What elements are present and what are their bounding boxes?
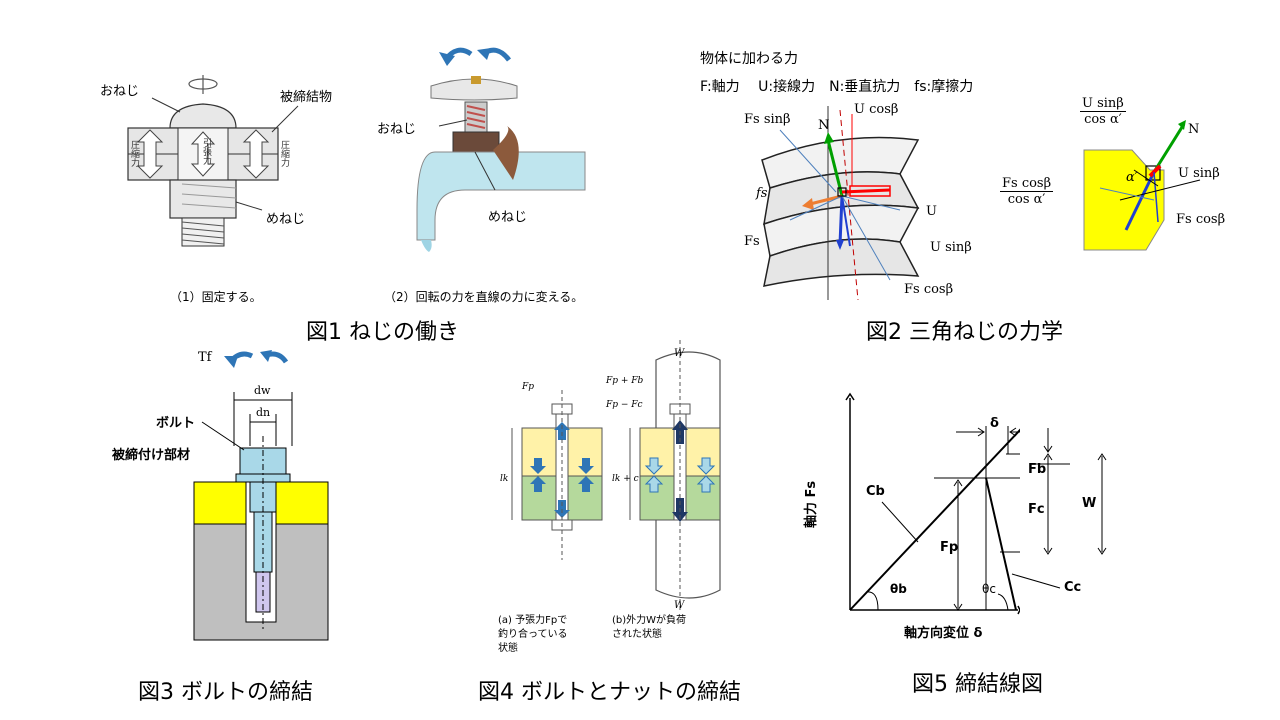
fig4-label-lk-c: lk + c (612, 474, 639, 484)
fig3-leaders (201, 421, 245, 451)
fig5-label-delta-top: δ (990, 416, 999, 431)
fig3-label-bolt: ボルト (156, 416, 196, 431)
fig5-xlabel: 軸方向変位 δ (904, 626, 983, 641)
fig5-label-theta-b: θb (890, 582, 907, 596)
fig5-label-fp: Fp (940, 540, 959, 555)
fig5-right-dims (1032, 428, 1107, 555)
fig1-label-tension: 引張力 (201, 138, 211, 165)
fig2-label-fs-cos: Fs cosβ (904, 282, 954, 297)
fig1-label-compress-right: 圧縮力 (279, 140, 289, 167)
fig1-label-bolt: おねじ (100, 84, 140, 99)
fig2-frac-usin: U sinβ cos α′ (1080, 96, 1126, 127)
fig1-label-clamped: 被締結物 (280, 90, 333, 105)
fig4-caption: 図4 ボルトとナットの締結 (478, 680, 741, 705)
fig1-subcaption-2: （2）回転の力を直線の力に変える。 (384, 290, 584, 304)
fig3-label-tf: Tf (198, 350, 212, 365)
fig4-subcaption-b: (b)外力Wが負荷 された状態 (612, 615, 687, 640)
fig5-label-cb: Cb (866, 484, 885, 499)
fig5-cb-leader (881, 501, 919, 543)
fig2-label-n: N (818, 118, 830, 133)
fig1-subcaption-1: （1）固定する。 (170, 290, 262, 304)
fig1-label-compress-left: 圧縮力 (129, 140, 139, 167)
fig5-label-w: W (1082, 496, 1097, 511)
fig2-caption: 図2 三角ねじの力学 (866, 320, 1063, 345)
fig1-label-bolt-2: おねじ (377, 122, 417, 137)
fig5-label-fb: Fb (1028, 462, 1047, 477)
fig5-cc-leader (1011, 573, 1061, 589)
fig4-label-w-top: W (674, 348, 685, 359)
fig3-label-dn: dn (256, 406, 271, 419)
fig5-ylabel: 軸力 Fs (804, 480, 819, 528)
fig3-drawing (193, 350, 329, 641)
fig2-label-alpha: α′ (1126, 170, 1138, 185)
fig2-label-fs-big: Fs (744, 234, 760, 249)
fig5-label-cc: Cc (1064, 580, 1082, 595)
fig2-frac-fcos-den: cos α′ (1007, 192, 1046, 207)
fig2-label-r-usin: U sinβ (1178, 166, 1220, 181)
fig5-caption: 図5 締結線図 (912, 672, 1043, 697)
fig3-label-member: 被締付け部材 (112, 448, 191, 463)
fig2-frac-fcos: Fs cosβ cos α′ (1000, 176, 1054, 207)
fig2-label-fs: fs (756, 186, 768, 201)
fig5-joint-diagram (845, 392, 1020, 615)
fig2-label-u-sin: U sinβ (930, 240, 972, 255)
fig2-header: 物体に加わる力 (700, 51, 798, 67)
fig4-subcaption-a: (a) 予張力Fpで 釣り合っている 状態 (498, 615, 568, 654)
fig2-frac-usin-num: U sinβ (1080, 96, 1126, 112)
fig2-label-r-fscos: Fs cosβ (1176, 212, 1226, 227)
fig2-legend: F:軸力 U:接線力 N:垂直抗力 fs:摩擦力 (700, 79, 974, 95)
fig1-panel2-drawing (416, 47, 586, 252)
fig4-label-fp-fc: Fp − Fc (606, 400, 643, 410)
fig4-drawing (511, 340, 721, 610)
fig3-label-dw: dw (254, 384, 271, 397)
fig4-label-w-bottom: W (674, 600, 685, 611)
fig4-label-fp: Fp (522, 382, 535, 392)
fig2-label-fs-sin: Fs sinβ (744, 112, 791, 127)
fig5-cc-line (985, 477, 1017, 611)
fig3-caption: 図3 ボルトの締結 (138, 680, 313, 705)
fig2-frac-fcos-num: Fs cosβ (1000, 176, 1054, 192)
fig1-caption: 図1 ねじの働き (306, 320, 459, 345)
fig2-label-r-n: N (1188, 122, 1200, 137)
fig5-label-theta-c: θc (982, 582, 996, 596)
fig2-label-u-cos: U cosβ (854, 102, 899, 117)
fig2-label-u: U (926, 204, 937, 219)
fig4-label-lk: lk (500, 474, 509, 484)
fig2-frac-usin-den: cos α′ (1084, 112, 1122, 127)
fig4-label-fp-fb: Fp + Fb (606, 376, 644, 386)
fig5-cb-line (849, 428, 1020, 611)
fig1-label-nut-2: めねじ (488, 210, 528, 225)
fig1-label-nut: めねじ (266, 212, 306, 227)
fig5-label-fc: Fc (1028, 502, 1045, 517)
fig1-panel1-drawing (127, 75, 299, 247)
fig2-thread-drawing (761, 106, 920, 301)
fig2-vector-drawing (1083, 120, 1201, 251)
